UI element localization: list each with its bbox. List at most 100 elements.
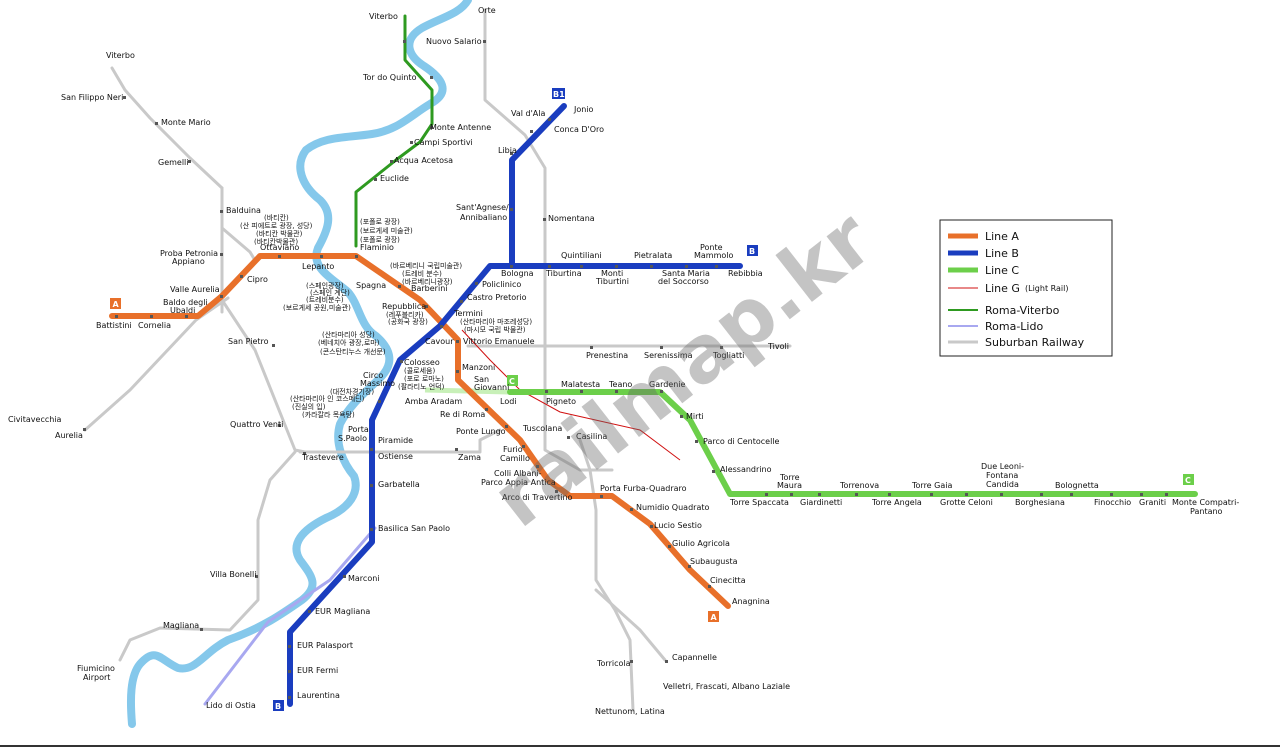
annotation: (바티칸 박물관) [256, 229, 303, 238]
station-label: Rebibbia [728, 269, 763, 278]
station-label: EUR Fermi [297, 666, 338, 675]
annotation: (산타마리아 마조레성당) [460, 317, 532, 326]
station-label: Garbatella [378, 480, 420, 489]
annotation: (포폴로 광장) [360, 235, 400, 244]
station-label: del Soccorso [658, 277, 709, 286]
annotation: (콜로세움) [404, 366, 435, 375]
station-label: Val d'Ala [511, 109, 545, 118]
station-label: Flaminio [360, 243, 394, 252]
station-label: Re di Roma [440, 410, 485, 419]
annotation: (공화국 광장) [388, 317, 428, 326]
station-label: Annibaliano [460, 213, 507, 222]
station-label: Magliana [163, 621, 199, 630]
annotation: (포폴로 광장) [360, 217, 400, 226]
line-b1 [509, 103, 567, 267]
station-label: Teano [608, 380, 632, 389]
station-label: Massimo [360, 379, 395, 388]
annotation: (산 피에트로 광장, 성당) [240, 221, 313, 230]
station-label: Porta Furba-Quadraro [600, 484, 687, 493]
station-label: Ponte Lungo [456, 427, 506, 436]
station-label: Pigneto [546, 397, 576, 406]
station-label: Nuovo Salario [426, 37, 482, 46]
station-label: Subaugusta [690, 557, 738, 566]
badge-b-south [273, 700, 284, 711]
korean-annotations: (바티칸) (산 피에트로 광장, 성당) (바티칸 박물관) (바티칸박물관)… [240, 213, 532, 419]
station-label: Arco di Travertino [502, 493, 573, 502]
legend: Line A Line B Line C Line G (Light Rail)… [939, 219, 1113, 357]
station-label: Capannelle [672, 653, 717, 662]
annotation: (트레비 분수) [402, 269, 442, 278]
station-label: Laurentina [297, 691, 340, 700]
roma-lido-line [203, 526, 377, 706]
station-label: Gardenie [649, 380, 686, 389]
station-label: Lucio Sestio [654, 521, 702, 530]
badge-b-north [747, 245, 758, 256]
legend-label: Suburban Railway [985, 336, 1085, 349]
station-label: San [474, 375, 489, 384]
station-label: Torre Angela [871, 498, 922, 507]
station-label: Casilina [576, 432, 607, 441]
station-label: Euclide [380, 174, 409, 183]
annotation: (바르베리니광장) [402, 277, 453, 286]
station-label: Monte Compatri- [1172, 498, 1239, 507]
station-label: Lepanto [302, 262, 334, 271]
station-label: Lodi [500, 397, 517, 406]
station-label: Nomentana [548, 214, 595, 223]
suburban-railway [83, 8, 792, 712]
station-label: Circo [363, 371, 383, 380]
tiber-river [127, 0, 472, 728]
station-label: EUR Palasport [297, 641, 353, 650]
annotation: (바르베리니 국립미술관) [390, 261, 462, 270]
station-label: Cornelia [138, 321, 171, 330]
station-label: Jonio [573, 105, 594, 114]
station-labels: Battistini Cornelia Baldo degli Ubaldi V… [8, 6, 1239, 716]
station-label: Conca D'Oro [554, 125, 604, 134]
line-b [287, 263, 743, 707]
station-label: Quintiliani [561, 251, 602, 260]
station-label: Ottaviano [260, 243, 299, 252]
station-label: Tiburtini [595, 277, 629, 286]
station-label: San Pietro [228, 337, 269, 346]
annotation: (보르게세 미술관) [360, 226, 413, 235]
annotation: (포로 로마노) [404, 374, 444, 383]
annotation: (대전차경기장) [330, 387, 374, 396]
station-label: Anagnina [732, 597, 770, 606]
annotation: (산타마리아 인 코스메딘) [290, 394, 365, 403]
station-label: S.Paolo [338, 434, 367, 443]
station-label: Tor do Quinto [362, 73, 417, 82]
station-label: Porta [348, 425, 369, 434]
station-label: Mirti [686, 412, 704, 421]
station-label: Maura [777, 481, 802, 490]
annotation: (바티칸) [264, 213, 289, 222]
station-label: Basilica San Paolo [378, 524, 450, 533]
station-label: Furio [503, 445, 523, 454]
station-label: Giulio Agricola [672, 539, 730, 548]
station-label: Campi Sportivi [414, 138, 473, 147]
station-label: Torre Spaccata [729, 498, 789, 507]
station-label: Monte Antenne [430, 123, 491, 132]
station-label: EUR Magliana [315, 607, 370, 616]
svg-text:A: A [113, 300, 120, 309]
station-label: Libia [498, 146, 517, 155]
badge-b1 [552, 88, 565, 99]
station-label: Policlinico [482, 280, 521, 289]
badge-a-east [708, 611, 719, 622]
station-label: Repubblica [382, 302, 426, 311]
station-markers [83, 40, 1168, 699]
station-label: Fiumicino [77, 664, 115, 673]
station-label: Prenestina [586, 351, 628, 360]
station-label: Appiano [172, 257, 205, 266]
station-label: Ponte [700, 243, 723, 252]
station-label: Acqua Acetosa [394, 156, 453, 165]
station-label: Airport [83, 673, 110, 682]
station-label: Cipro [247, 275, 268, 284]
line-g [461, 329, 681, 461]
station-label: Mammolo [694, 251, 734, 260]
annotation: (보르게세 공원,미술관) [283, 303, 351, 312]
station-label: Amba Aradam [405, 397, 462, 406]
station-label: Monti [601, 269, 623, 278]
svg-text:B1: B1 [553, 90, 565, 99]
station-label: Ubaldi [170, 306, 195, 315]
annotation: (카라칼라 목욕탕) [302, 410, 355, 419]
